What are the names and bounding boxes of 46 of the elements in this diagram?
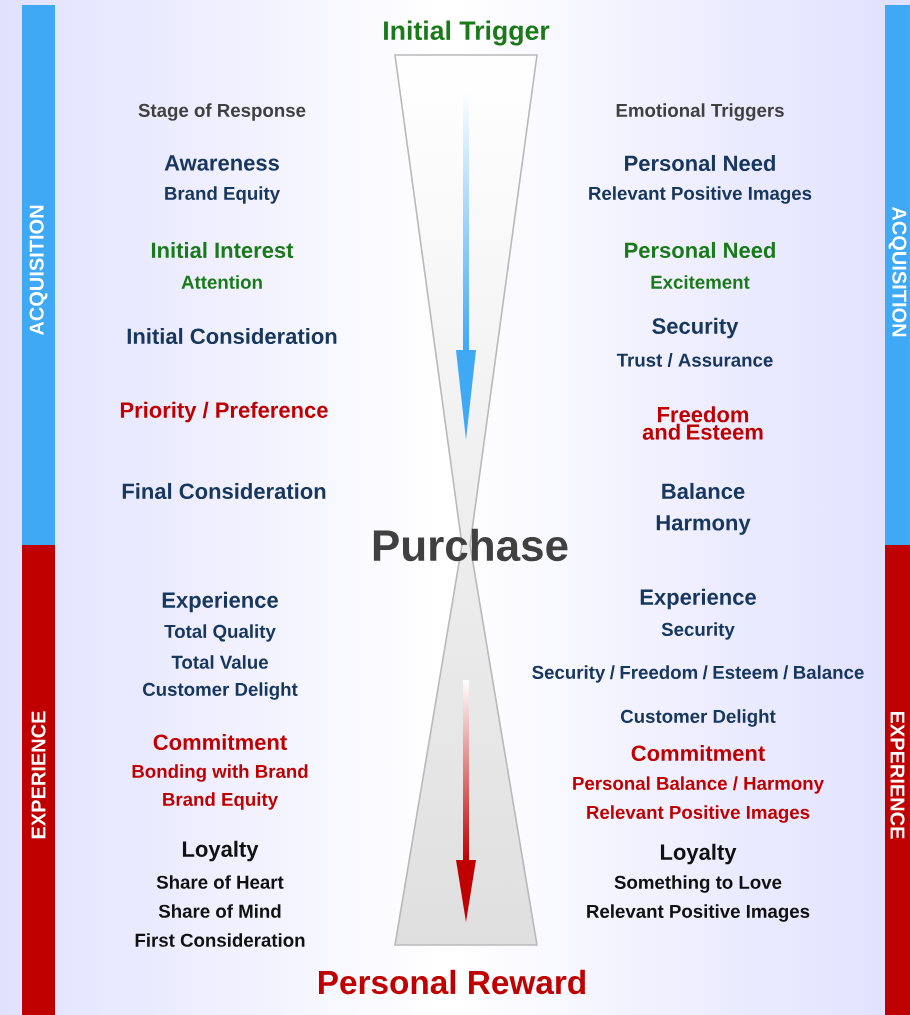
- label-text: Relevant Positive Images: [587, 805, 810, 823]
- label-text: Relevant Positive Images: [589, 186, 812, 204]
- side-band: EXPERIENCE: [885, 545, 910, 1015]
- heading: Experience: [162, 591, 278, 613]
- heading: Initial Consideration: [127, 327, 337, 345]
- title: Purchase: [373, 528, 568, 562]
- heading: Loyalty: [182, 840, 259, 862]
- label-text: Customer Delight: [621, 709, 776, 727]
- title: Initial Trigger: [384, 20, 550, 46]
- label-text: Bonding with Brand: [132, 764, 308, 782]
- label-text: Something to Love: [614, 875, 782, 893]
- heading: Priority / Preference: [120, 401, 328, 423]
- label-text: Relevant Positive Images: [587, 904, 810, 922]
- heading: Personal Need: [625, 241, 775, 259]
- heading: Harmony: [656, 515, 751, 535]
- heading: Freedom and Esteem: [642, 406, 763, 440]
- heading: Commitment: [153, 733, 287, 751]
- heading: Final Consideration: [122, 482, 326, 500]
- label-text: Attention: [181, 275, 262, 289]
- label-text: Customer Delight: [143, 682, 298, 700]
- label-text: Security: [661, 622, 735, 640]
- side-band: EXPERIENCE: [22, 545, 55, 1015]
- label-text: Total Value: [171, 655, 268, 669]
- label-text: Share of Heart: [156, 875, 284, 889]
- label-text: Emotional Triggers: [616, 103, 784, 121]
- label-text: Trust / Assurance: [616, 353, 773, 367]
- heading: Loyalty: [660, 843, 737, 865]
- heading: Initial Interest: [151, 241, 294, 259]
- title: Personal Reward: [319, 969, 585, 995]
- heading: Commitment: [631, 744, 765, 762]
- label-text: Share of Mind: [158, 904, 281, 918]
- label-text: Security / Freedom / Esteem / Balance: [532, 665, 864, 683]
- side-band: ACQUISITION: [22, 5, 55, 545]
- heading: Balance: [662, 482, 745, 500]
- label-text: Brand Equity: [163, 792, 278, 810]
- heading: Security: [652, 317, 739, 339]
- side-band: ACQUISITION: [885, 5, 910, 545]
- heading: Experience: [640, 588, 756, 610]
- label-text: First Consideration: [135, 933, 305, 947]
- label-text: Excitement: [651, 275, 750, 289]
- heading: Awareness: [164, 155, 279, 171]
- label-text: Personal Balance / Harmony: [573, 776, 824, 794]
- heading: Personal Need: [625, 154, 775, 172]
- label-text: Total Quality: [164, 624, 276, 642]
- label-text: Brand Equity: [165, 186, 280, 204]
- label-text: Stage of Response: [138, 103, 306, 121]
